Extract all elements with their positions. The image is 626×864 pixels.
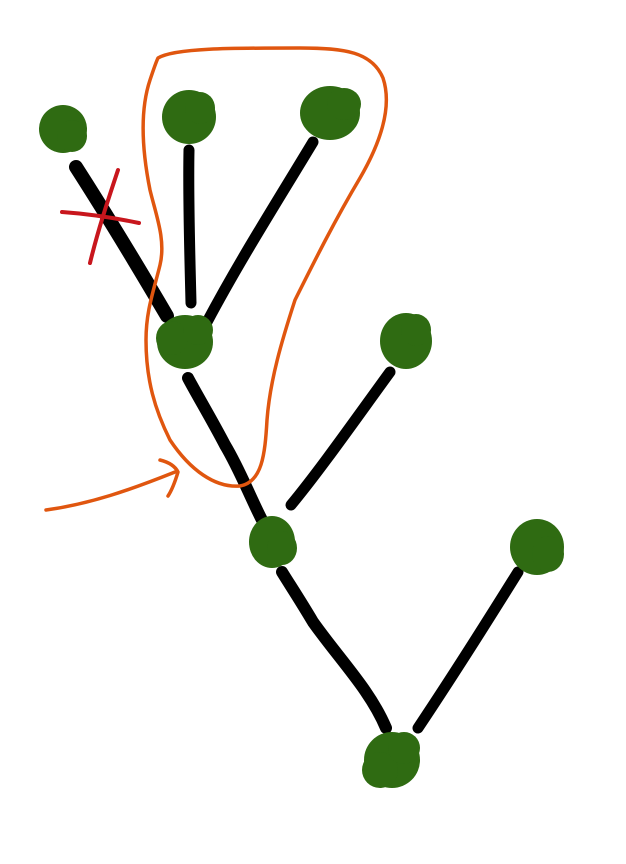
node-leaf-top-left	[39, 105, 87, 153]
nodes-layer	[39, 86, 564, 788]
edge-upper-leaf-top-left	[69, 160, 174, 323]
node-upper	[156, 315, 213, 369]
node-leaf-right-mid	[380, 313, 432, 369]
edge-upper-leaf-top-mid	[183, 144, 197, 309]
node-leaf-top-right	[300, 86, 361, 140]
outline-loop-icon	[141, 46, 389, 488]
edge-root-leaf-right-low	[412, 566, 524, 734]
edge-root-mid	[276, 566, 392, 734]
edges-layer	[69, 136, 524, 734]
pointer-arrow-icon	[44, 458, 180, 512]
cross-mark-icon	[60, 168, 141, 265]
node-root	[362, 732, 420, 788]
node-leaf-right-low	[510, 519, 564, 575]
edge-mid-upper	[182, 372, 269, 528]
node-leaf-top-mid	[162, 90, 216, 144]
edge-mid-leaf-right-mid	[285, 366, 396, 511]
node-mid	[249, 516, 297, 568]
edge-upper-leaf-top-right	[201, 136, 319, 328]
